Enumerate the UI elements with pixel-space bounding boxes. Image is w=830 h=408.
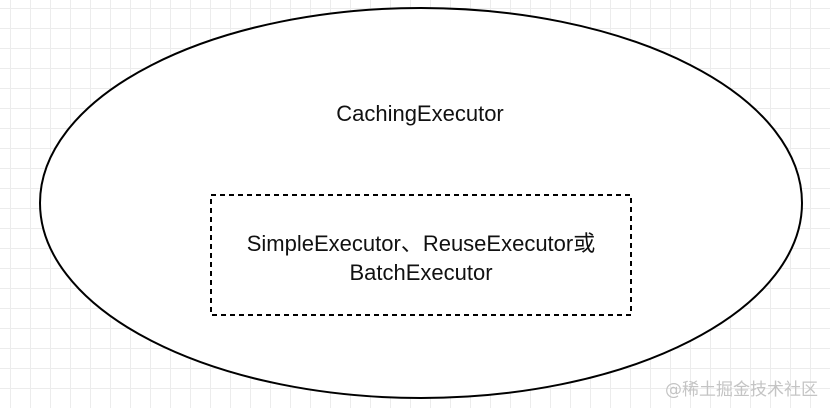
inner-executor-dashed-box xyxy=(210,194,632,316)
watermark: @稀土掘金技术社区 xyxy=(665,380,818,400)
caching-executor-ellipse xyxy=(39,7,803,399)
inner-executor-label-line2: BatchExecutor xyxy=(349,260,493,285)
inner-executor-label: SimpleExecutor、ReuseExecutor或 BatchExecu… xyxy=(212,229,630,287)
caching-executor-label: CachingExecutor xyxy=(336,101,504,126)
inner-executor-label-line1: SimpleExecutor、ReuseExecutor或 xyxy=(246,231,596,256)
